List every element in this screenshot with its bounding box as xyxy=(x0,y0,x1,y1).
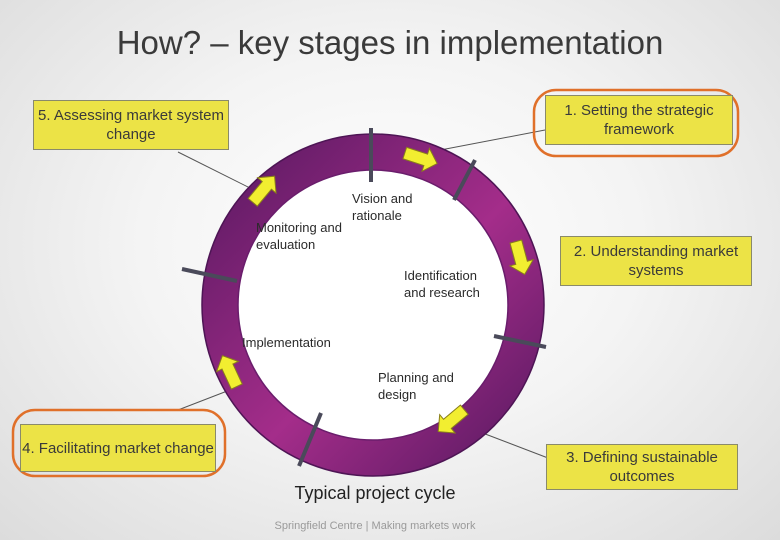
stage-box-5: 5. Assessing market system change xyxy=(33,100,229,150)
stage-divider xyxy=(297,412,323,467)
stage-box-4: 4. Facilitating market change xyxy=(20,424,216,472)
highlight-circle-box4 xyxy=(11,408,227,478)
highlight-circle-box1 xyxy=(532,88,740,158)
cycle-caption: Typical project cycle xyxy=(294,483,456,503)
stage-box-1: 1. Setting the strategic framework xyxy=(545,95,733,145)
connector-box5 xyxy=(177,151,259,193)
stage-identification-label: Identification and research xyxy=(404,268,480,300)
stage-divider xyxy=(181,267,238,283)
connector-box3 xyxy=(479,431,549,459)
stage-divider xyxy=(493,334,547,349)
stage-planning-label: Planning and design xyxy=(378,370,454,402)
cycle-arrow xyxy=(247,175,277,207)
cycle-arrow xyxy=(402,146,438,173)
footer-text: Springfield Centre | Making markets work xyxy=(274,520,476,532)
stage-monitoring-label: Monitoring and evaluation xyxy=(256,220,342,252)
stage-box-2: 2. Understanding market systems xyxy=(560,236,752,286)
cycle-arrow xyxy=(215,355,243,390)
stage-box-3: 3. Defining sustainable outcomes xyxy=(546,444,738,490)
stage-divider xyxy=(452,159,477,201)
cycle-arrow xyxy=(437,404,469,434)
stage-implementation-label: Implementation xyxy=(242,335,331,350)
stage-vision-label: Vision and rationale xyxy=(352,191,413,223)
connector-box1 xyxy=(429,129,546,153)
cycle-arrow xyxy=(508,239,535,276)
slide-title: How? – key stages in implementation xyxy=(116,24,664,61)
